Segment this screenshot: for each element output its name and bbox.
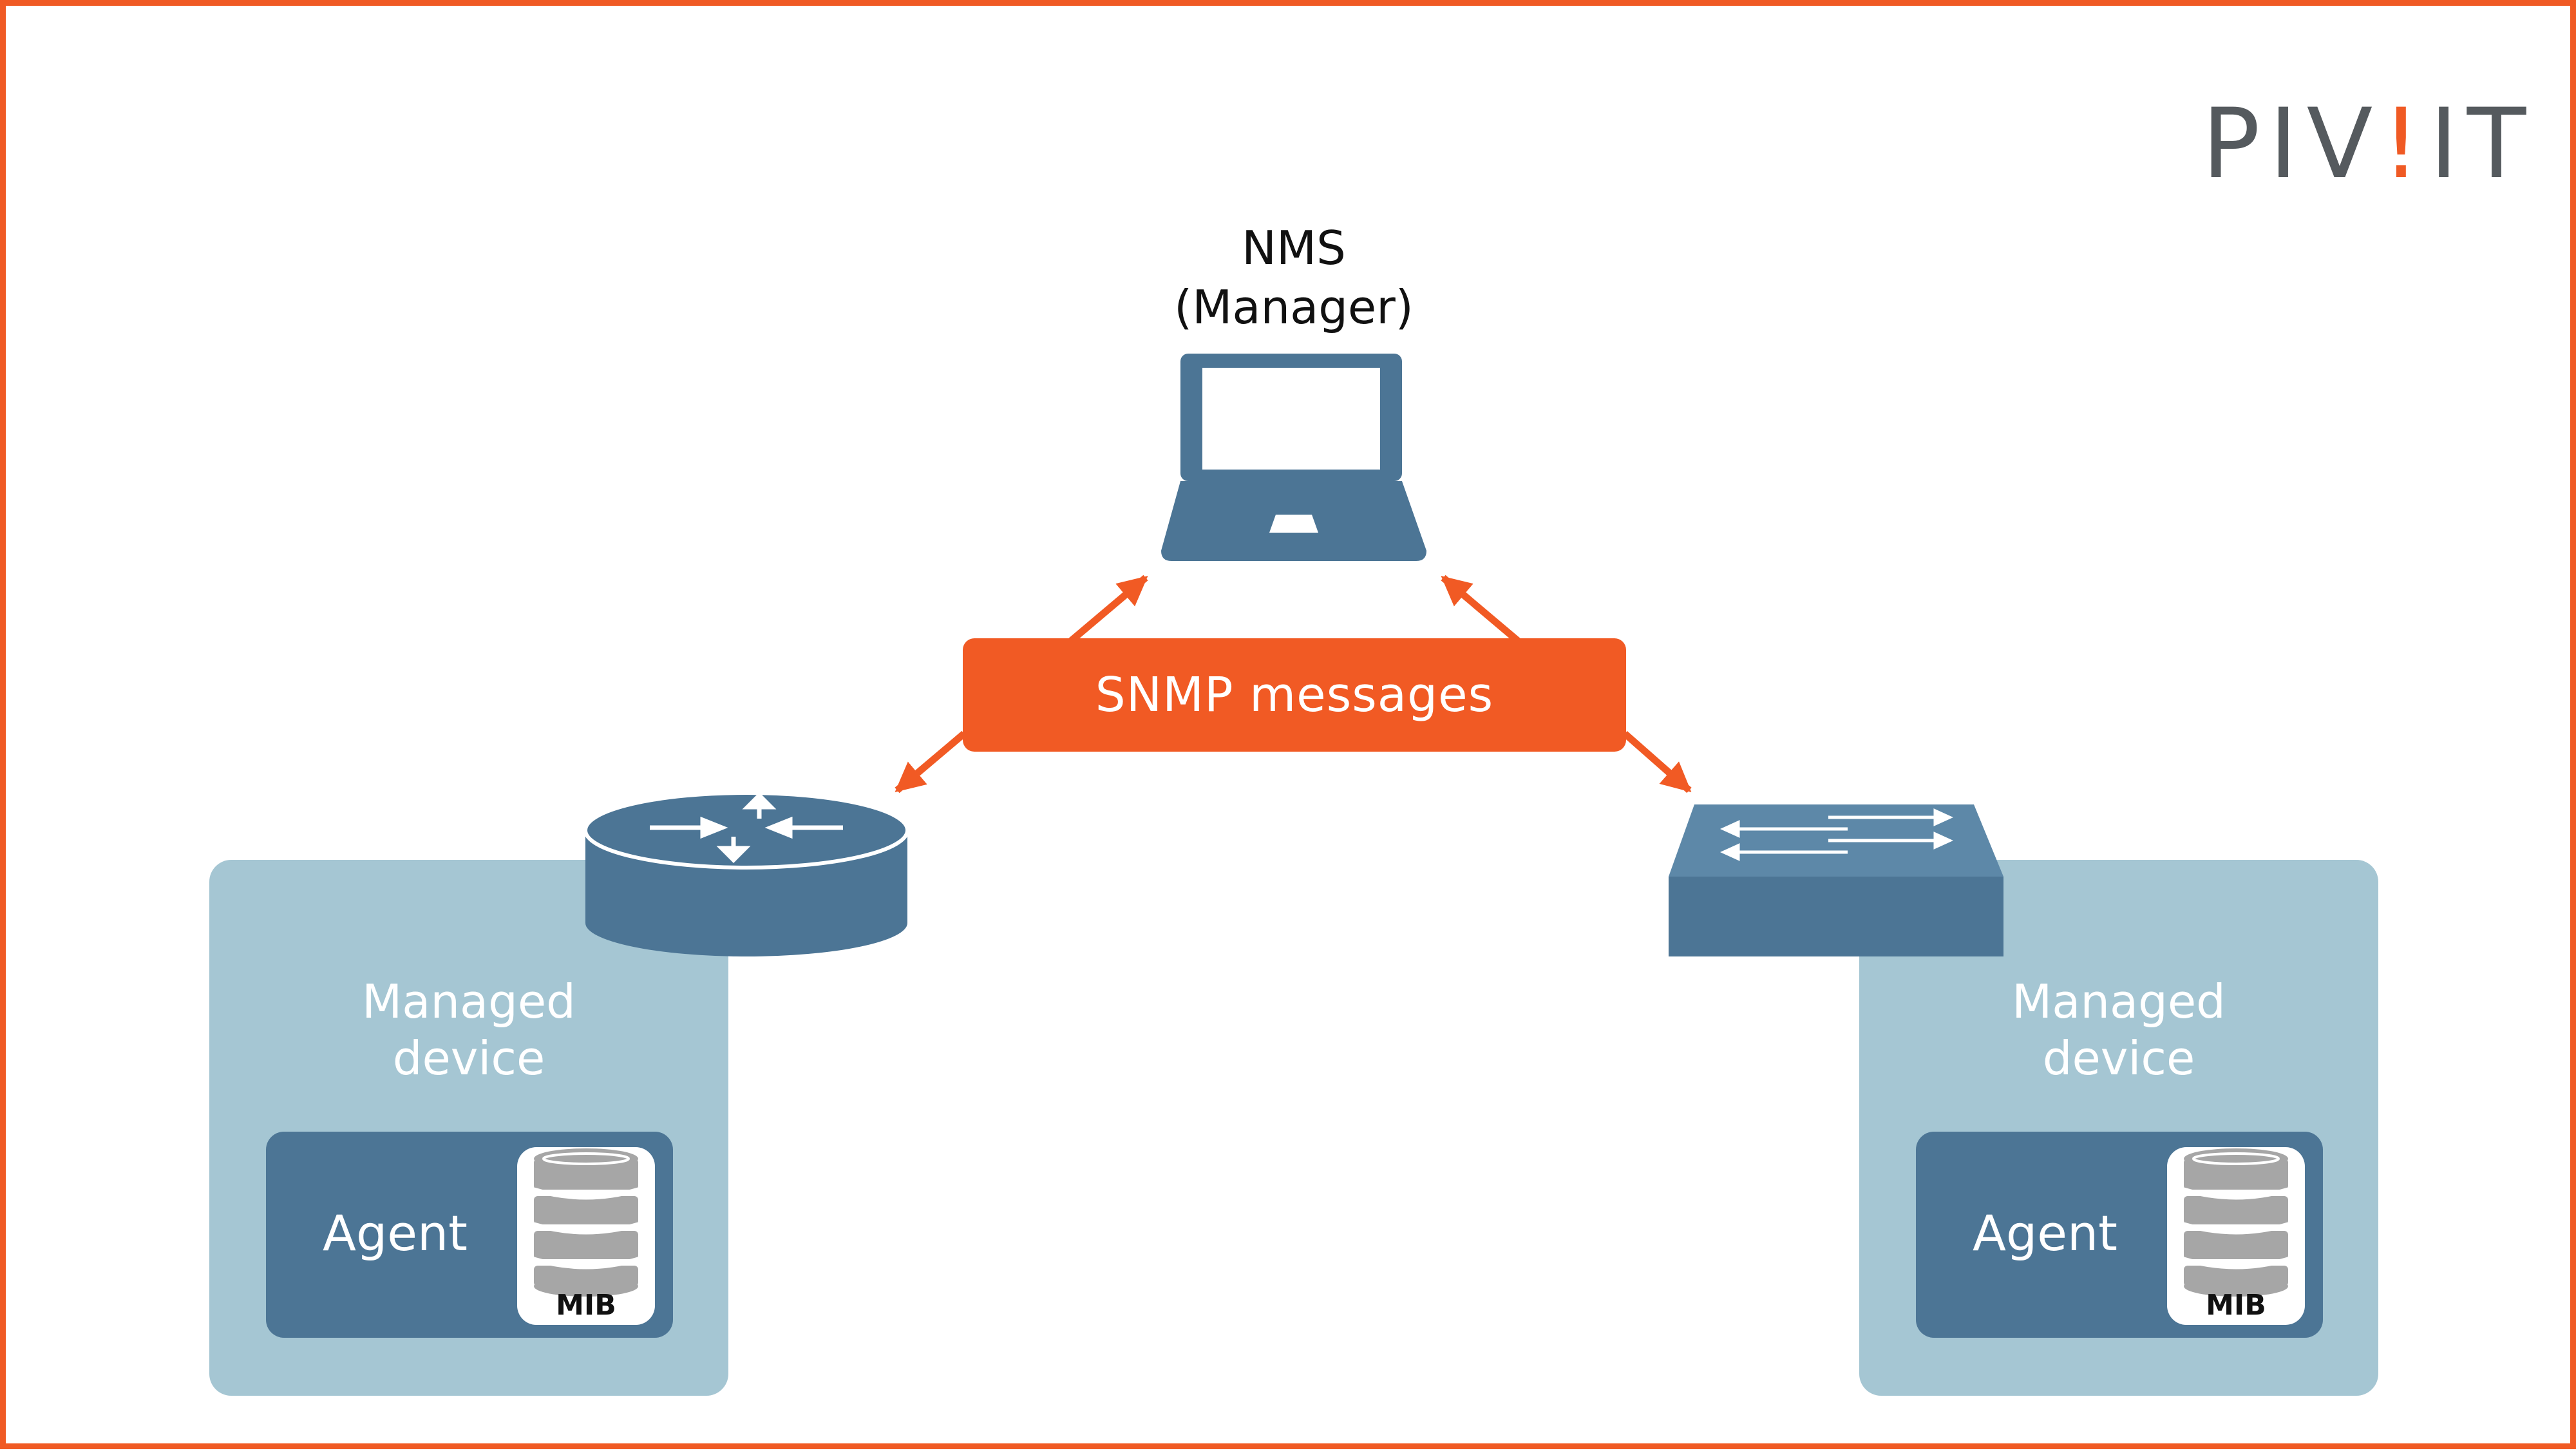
laptop-icon (1161, 354, 1426, 561)
pivit-logo: PIV!IT (2202, 96, 2535, 193)
managed-device-label-line2: device (2042, 1031, 2195, 1085)
managed-device-label-line1: Managed (2012, 975, 2226, 1029)
managed-device-label-right: Managed device (1859, 973, 2378, 1087)
mib-card-right: MIB (2167, 1147, 2305, 1325)
managed-device-label-line2: device (392, 1031, 545, 1085)
logo-text-right: IT (2429, 88, 2535, 200)
nms-title: NMS (Manager) (1101, 218, 1487, 337)
nms-title-line2: (Manager) (1174, 280, 1414, 334)
arrow-to-manager-left (1068, 575, 1148, 644)
managed-device-label-line1: Managed (362, 975, 576, 1029)
managed-device-label-left: Managed device (209, 973, 728, 1087)
router-icon (583, 791, 909, 956)
arrow-to-manager-right (1441, 575, 1520, 644)
nms-title-line1: NMS (1242, 221, 1346, 275)
snmp-messages-box: SNMP messages (963, 638, 1626, 752)
mib-label-right: MIB (2206, 1289, 2266, 1322)
mib-card-left: MIB (517, 1147, 655, 1325)
logo-text-accent: ! (2382, 88, 2430, 200)
agent-box-left: Agent MIB (266, 1132, 673, 1338)
agent-box-right: Agent MIB (1916, 1132, 2323, 1338)
agent-label-left: Agent (323, 1204, 468, 1262)
agent-label-right: Agent (1973, 1204, 2117, 1262)
snmp-arrows (895, 575, 1692, 794)
logo-text-left: PIV (2202, 88, 2382, 200)
arrow-to-router (895, 730, 967, 794)
arrow-to-switch (1622, 730, 1692, 794)
database-icon (533, 1148, 639, 1297)
diagram-graphics (583, 354, 2003, 956)
mib-label-left: MIB (556, 1289, 616, 1322)
database-icon (2183, 1148, 2289, 1297)
switch-icon (1669, 804, 2003, 956)
managed-device-panel-left: Managed device Agent MI (209, 860, 728, 1396)
